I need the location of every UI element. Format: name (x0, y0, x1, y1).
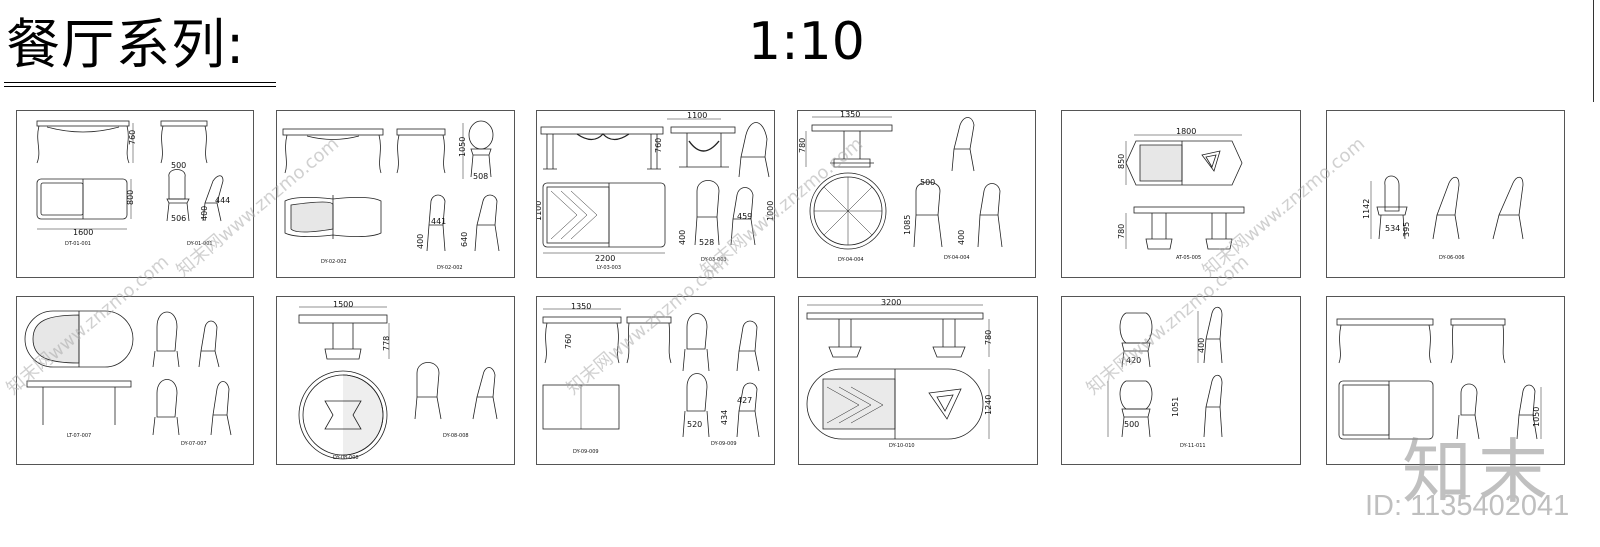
dimension-label: 500 (171, 161, 186, 170)
dimension-label: 395 (1402, 222, 1411, 237)
drawing-sheet-3[interactable]: 1100 760 1100 459 400 528 2200 1000 LY-0… (536, 110, 775, 278)
sheet-code: DY-02-002 (437, 265, 463, 271)
sheet-code: DY-06-006 (1439, 255, 1465, 261)
dimension-label: 400 (1197, 338, 1206, 353)
sheet-code: DY-10-010 (889, 443, 915, 449)
drawing-sheet-10[interactable]: 3200 780 1240 DY-10-010 (798, 296, 1038, 465)
sheet-code: DY-03-003 (701, 257, 727, 263)
sheet-code: DY-08-008 (443, 433, 469, 439)
dimension-label: 506 (171, 214, 186, 223)
sheet-code: DY-09-009 (573, 449, 599, 455)
furniture-drawing: 1050 508 441 400 640 DY-02-002 DY-02-002 (282, 120, 500, 271)
dimension-label: 1350 (840, 111, 860, 119)
dimension-label: 1240 (984, 395, 993, 415)
scale-label: 1:10 (748, 12, 865, 72)
page-title: 餐厅系列: (6, 13, 246, 76)
dimension-label: 1000 (766, 201, 774, 221)
drawing-sheet-2[interactable]: 1050 508 441 400 640 DY-02-002 DY-02-002 (276, 110, 515, 278)
dimension-label: 640 (460, 232, 469, 247)
sheet-code: DY-07-007 (181, 441, 207, 447)
dimension-label: 441 (431, 217, 446, 226)
furniture-drawing: 1500 778 DY-08-008 DY-08-008 (298, 300, 498, 461)
furniture-drawing: 420 400 1051 500 DY-11-011 (1107, 306, 1223, 449)
drawing-sheet-11[interactable]: 420 400 1051 500 DY-11-011 (1061, 296, 1301, 465)
dimension-label: 1100 (537, 201, 543, 221)
drawing-sheet-6[interactable]: 1142 534 395 DY-06-006 (1326, 110, 1565, 278)
drawing-sheet-7[interactable]: LT-07-007 DY-07-007 (16, 296, 254, 465)
drawing-sheet-4[interactable]: 1350 780 500 1085 400 DY-04-004 DY-04-00… (797, 110, 1036, 278)
resource-id-label: ID: 1135402041 (1365, 490, 1570, 522)
furniture-drawing: 1350 760 427 434 520 DY-09-009 DY-09-009 (542, 302, 760, 455)
dimension-label: 528 (699, 238, 714, 247)
dimension-label: 400 (416, 234, 425, 249)
dimension-label: 420 (1126, 356, 1141, 365)
furniture-drawing: 760 500 800 444 400 506 1600 DT-01-001 D… (36, 120, 230, 247)
sheet-code: LT-07-007 (67, 433, 91, 439)
dimension-label: 400 (957, 230, 966, 245)
furniture-drawing: 1100 760 1100 459 400 528 2200 1000 LY-0… (537, 111, 774, 271)
sheet-code: AT-05-005 (1176, 255, 1201, 261)
dimension-label: 1085 (903, 215, 912, 235)
dimension-label: 1350 (571, 302, 591, 311)
dimension-label: 780 (984, 330, 993, 345)
dimension-label: 520 (687, 420, 702, 429)
dimension-label: 1800 (1176, 127, 1196, 136)
furniture-drawing: 1142 534 395 DY-06-006 (1362, 175, 1524, 261)
dimension-label: 500 (1124, 420, 1139, 429)
furniture-drawing: 1800 850 780 AT-05-005 (1117, 127, 1245, 261)
dimension-label: 778 (382, 336, 391, 351)
dimension-label: 400 (678, 230, 687, 245)
dimension-label: 444 (215, 196, 230, 205)
dimension-label: 800 (126, 190, 135, 205)
drawing-sheet-8[interactable]: 1500 778 DY-08-008 DY-08-008 (276, 296, 515, 465)
dimension-label: 1050 (1532, 407, 1541, 427)
dimension-label: 500 (920, 178, 935, 187)
dimension-label: 2200 (595, 254, 615, 263)
sheet-code: DY-01-001 (187, 241, 213, 247)
dimension-label: 1142 (1362, 199, 1371, 219)
sheet-code: DY-02-002 (321, 259, 347, 265)
title-underline-2 (4, 86, 276, 87)
sheet-code: DY-11-011 (1180, 443, 1206, 449)
furniture-drawing: 1050 (1336, 318, 1542, 440)
sheet-code: DY-04-004 (838, 257, 864, 263)
dimension-label: 850 (1117, 154, 1126, 169)
dimension-label: 760 (564, 334, 573, 349)
dimension-label: 780 (1117, 224, 1126, 239)
sheet-code: DT-01-001 (65, 241, 91, 247)
dimension-label: 1600 (73, 228, 93, 237)
dimension-label: 534 (1385, 224, 1400, 233)
drawing-sheet-12[interactable]: 1050 (1326, 296, 1565, 465)
furniture-drawing: 1350 780 500 1085 400 DY-04-004 DY-04-00… (798, 111, 1003, 263)
dimension-label: 1051 (1171, 397, 1180, 417)
dimension-label: 1100 (687, 111, 707, 120)
sheet-code: DY-08-008 (333, 455, 359, 461)
dimension-label: 780 (798, 138, 807, 153)
dimension-label: 459 (737, 212, 752, 221)
dimension-label: 1050 (458, 137, 467, 157)
drawing-sheet-5[interactable]: 1800 850 780 AT-05-005 (1061, 110, 1301, 278)
sheet-code: DY-09-009 (711, 441, 737, 447)
dimension-label: 760 (654, 138, 663, 153)
drawing-sheet-9[interactable]: 1350 760 427 434 520 DY-09-009 DY-09-009 (536, 296, 775, 465)
dimension-label: 434 (720, 410, 729, 425)
furniture-drawing: 3200 780 1240 DY-10-010 (806, 298, 993, 449)
sheet-code: LY-03-003 (597, 265, 621, 271)
dimension-label: 1500 (333, 300, 353, 309)
title-underline (4, 82, 276, 83)
drawing-sheet-1[interactable]: 760 500 800 444 400 506 1600 DT-01-001 D… (16, 110, 254, 278)
dimension-label: 427 (737, 396, 752, 405)
dimension-label: 760 (128, 130, 137, 145)
dimension-label: 400 (200, 206, 209, 221)
dimension-label: 508 (473, 172, 488, 181)
frame-rule (1593, 0, 1594, 102)
sheet-code: DY-04-004 (944, 255, 970, 261)
furniture-drawing: LT-07-007 DY-07-007 (24, 310, 232, 447)
brand-watermark: 知末 (1402, 431, 1554, 513)
dimension-label: 3200 (881, 298, 901, 307)
